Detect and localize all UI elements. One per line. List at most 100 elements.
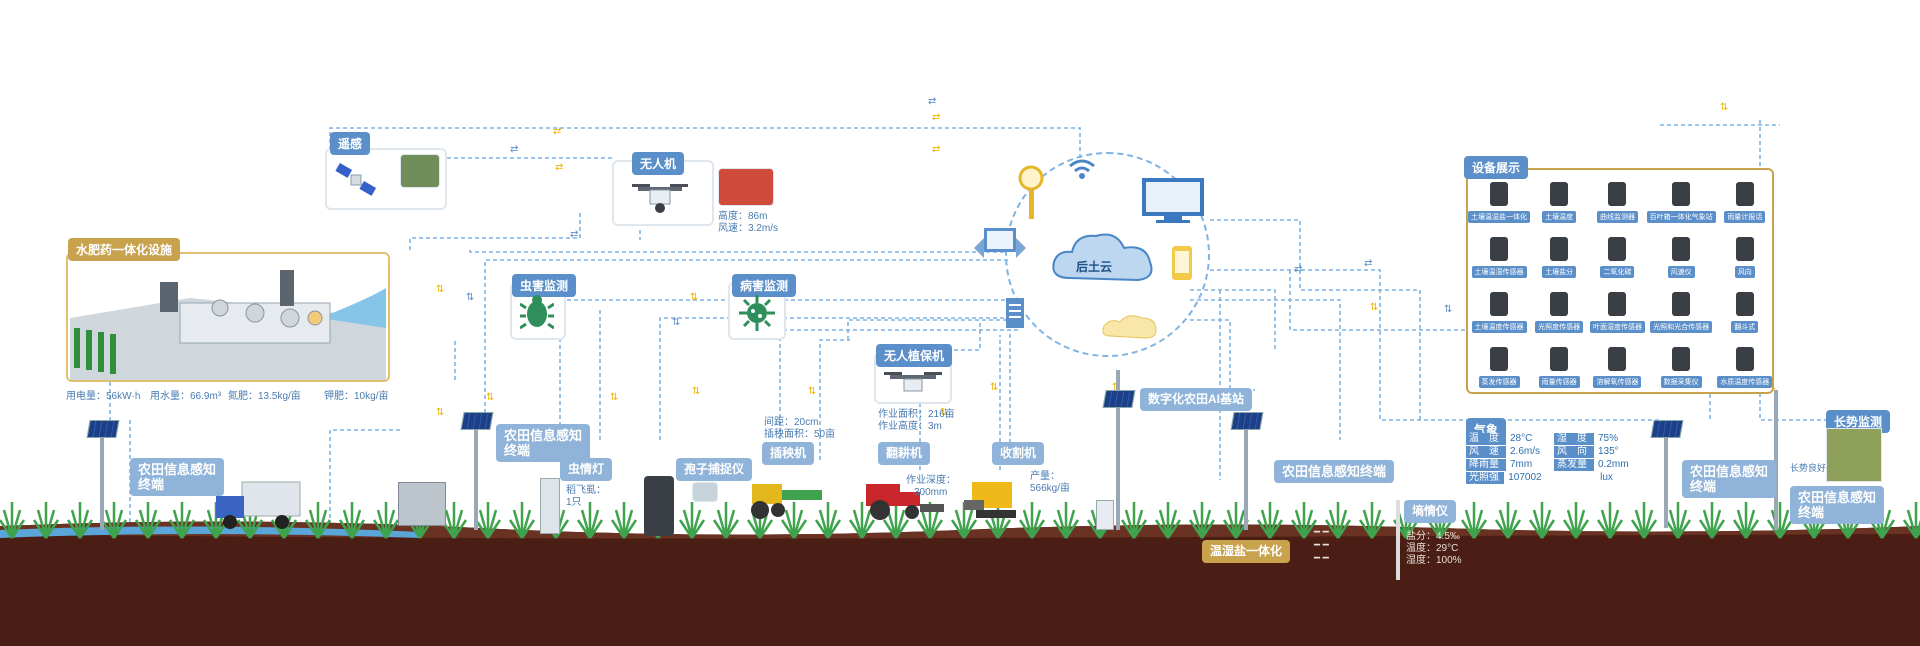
rice-plant-icon xyxy=(236,502,264,539)
rice-plant-icon xyxy=(1358,502,1386,539)
device-image xyxy=(1735,237,1754,261)
sun-cloud-icon xyxy=(1102,315,1157,339)
device-image xyxy=(1490,237,1508,261)
rice-plant-icon xyxy=(1698,502,1726,539)
svg-text:⇅: ⇅ xyxy=(436,284,444,295)
field-heatmap-image xyxy=(718,168,774,206)
plant-drone-height: 作业高度：3m xyxy=(878,421,942,432)
cloud-ring xyxy=(1005,152,1210,357)
drone-icon xyxy=(632,184,688,213)
disease-monitor-title: 病害监测 xyxy=(732,274,797,297)
device-label: 光照度传感器 xyxy=(1535,321,1584,333)
transplanter-title: 插秧机 xyxy=(762,442,815,465)
fertigation-nitrogen: 氮肥：13.5kg/亩 xyxy=(228,391,301,402)
rice-plant-icon xyxy=(1826,428,1882,482)
harvester-icon xyxy=(964,482,1016,518)
device-item: 百叶箱一体化气象站 xyxy=(1646,172,1716,227)
device-item: 翻斗式 xyxy=(1716,282,1774,337)
soil-moisture-probe xyxy=(1396,500,1400,580)
document-icon xyxy=(1006,298,1024,328)
terminal-label-far-right: 农田信息感知 终端 xyxy=(1790,486,1885,524)
rice-plant-icon xyxy=(1630,502,1658,539)
rice-plant-icon xyxy=(780,502,808,539)
device-label: 翻斗式 xyxy=(1731,321,1759,333)
device-image xyxy=(1608,292,1627,316)
rice-plant-icon xyxy=(100,502,128,539)
rice-plant-icon xyxy=(1528,502,1556,539)
device-image xyxy=(1490,347,1508,371)
device-image xyxy=(1550,182,1569,206)
device-label: 风向 xyxy=(1734,266,1755,278)
device-image xyxy=(1608,347,1627,371)
rice-plant-icon xyxy=(610,502,638,539)
satellite-image xyxy=(400,154,440,188)
fertigation-potassium: 钾肥：10kg/亩 xyxy=(324,391,389,402)
rice-plant-icon xyxy=(508,502,536,539)
rice-plant-icon xyxy=(882,502,910,539)
device-image xyxy=(1490,182,1508,206)
rice-plant-icon xyxy=(1562,502,1590,539)
spore-trap-title: 孢子捕捉仪 xyxy=(676,458,753,481)
device-item: 风速仪 xyxy=(1647,227,1716,282)
device-image xyxy=(1735,292,1754,316)
rice-plant-icon xyxy=(576,502,604,539)
terminal-label-mid: 农田信息感知 终端 xyxy=(496,424,591,462)
cloud-icon xyxy=(1052,233,1153,282)
growth-status: 长势良好 xyxy=(1790,463,1827,473)
rice-plant-icon xyxy=(1154,502,1182,539)
insect-lamp-count-label: 稻飞虱： xyxy=(566,485,606,496)
device-item: 溶解氧传感器 xyxy=(1588,337,1646,392)
device-item: 光照度传感器 xyxy=(1530,282,1588,337)
device-label: 光照和光合传感器 xyxy=(1650,321,1713,333)
harvester-yield-value: 566kg/亩 xyxy=(1030,483,1071,494)
device-item: 数据采集仪 xyxy=(1647,337,1716,392)
device-label: 雨量传感器 xyxy=(1538,376,1580,388)
device-item: 土壤温湿传感器 xyxy=(1468,227,1530,282)
dashboard-icon xyxy=(974,228,1026,258)
mobile-icon xyxy=(1172,246,1192,280)
svg-text:⇅: ⇅ xyxy=(990,382,998,393)
fertigation-illustration xyxy=(70,270,386,380)
rice-plant-icon xyxy=(1052,502,1080,539)
device-label: 土壤温度 xyxy=(1542,211,1577,223)
solar-panel-icon xyxy=(86,420,120,438)
device-image xyxy=(1608,182,1627,206)
terminal-pole-center xyxy=(1244,420,1248,530)
transplanter-spacing: 间距：20cm xyxy=(764,417,819,428)
svg-text:⇅: ⇅ xyxy=(672,317,680,328)
soil-hum: 湿度：100% xyxy=(1406,555,1462,566)
rice-plant-icon xyxy=(134,502,162,539)
device-label: 水质温度传感器 xyxy=(1717,376,1773,388)
soil-sensor-title: 温湿盐一体化 xyxy=(1202,540,1291,563)
rice-plant-icon xyxy=(372,502,400,539)
tiller-title: 翻耕机 xyxy=(878,442,931,465)
svg-text:⇅: ⇅ xyxy=(940,407,948,418)
transplanter-area: 插秧面积：50亩 xyxy=(764,429,836,440)
device-image xyxy=(1608,237,1627,261)
terminal-pole-left xyxy=(100,430,104,530)
rice-plant-icon xyxy=(1256,502,1284,539)
soil-salt: 盐分：4.5‰ xyxy=(1406,531,1460,542)
rice-plant-icon xyxy=(814,502,842,539)
rice-plant-icon xyxy=(202,502,230,539)
device-label: 雨量计报话 xyxy=(1724,211,1766,223)
rice-plant-icon xyxy=(1664,502,1692,539)
fertigation-water: 用水量：66.9m³ xyxy=(150,391,222,402)
virus-icon xyxy=(739,295,775,331)
svg-text:⇅: ⇅ xyxy=(690,292,698,303)
device-item: 土壤盐分 xyxy=(1530,227,1588,282)
plant-drone-title: 无人植保机 xyxy=(876,344,953,367)
device-item: 水质温度传感器 xyxy=(1716,337,1774,392)
svg-text:⇄: ⇄ xyxy=(932,112,940,123)
device-image xyxy=(1672,237,1691,261)
monitor-icon xyxy=(1142,178,1204,223)
rice-plant-icon xyxy=(1460,502,1488,539)
rice-plant-icon xyxy=(0,502,26,539)
svg-text:⇅: ⇅ xyxy=(1444,304,1452,315)
svg-text:⇄: ⇄ xyxy=(555,162,563,173)
rice-plant-icon xyxy=(1120,502,1148,539)
device-image xyxy=(1672,182,1691,206)
spore-trap-device xyxy=(644,476,674,536)
device-label: 土壤温湿传感器 xyxy=(1471,266,1527,278)
insect-lamp-count-value: 1只 xyxy=(566,497,582,508)
